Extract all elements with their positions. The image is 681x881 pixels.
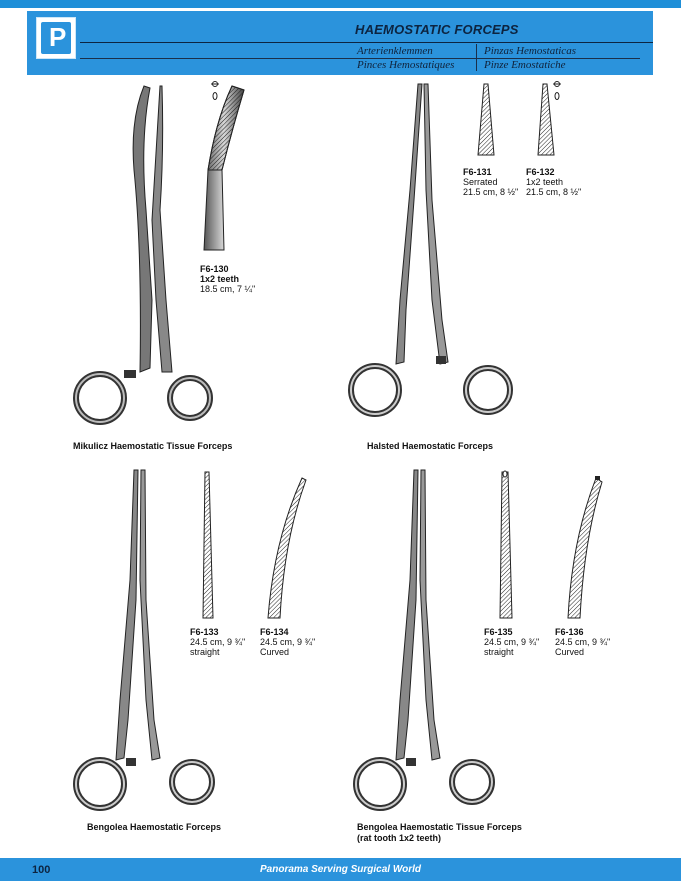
product-code: F6-132 xyxy=(526,167,555,177)
brand-logo: P xyxy=(36,17,76,59)
mikulicz-forceps-illustration xyxy=(73,85,213,425)
top-accent-bar xyxy=(0,0,681,8)
header-band xyxy=(27,11,653,75)
italian-name: Pinze Emostatiche xyxy=(484,59,566,71)
globe-logo-icon: P xyxy=(41,22,71,54)
product-code: F6-136 xyxy=(555,627,584,637)
product-desc: 1x2 teeth xyxy=(200,274,240,284)
footer-tagline: Panorama Serving Surgical World xyxy=(260,864,421,875)
product-size: 24.5 cm, 9 ¾" xyxy=(190,637,246,647)
product-desc: 1x2 teeth xyxy=(526,177,564,187)
caption-line: (rat tooth 1x2 teeth) xyxy=(357,833,442,843)
product-f6-130: F6-130 1x2 teeth 18.5 cm, 7 ¼" xyxy=(200,264,255,294)
product-desc: straight xyxy=(484,647,514,657)
product-f6-131: F6-131 Serrated 21.5 cm, 8 ½" xyxy=(463,167,518,197)
product-size: 18.5 cm, 7 ¼" xyxy=(200,284,256,294)
page-title: HAEMOSTATIC FORCEPS xyxy=(355,22,519,37)
product-f6-136: F6-136 24.5 cm, 9 ¾" Curved xyxy=(555,627,610,657)
product-size: 24.5 cm, 9 ¾" xyxy=(260,637,316,647)
product-f6-134: F6-134 24.5 cm, 9 ¾" Curved xyxy=(260,627,315,657)
product-desc: Serrated xyxy=(463,177,498,187)
f6-136-tip-illustration xyxy=(567,476,603,619)
bengolea-tissue-forceps-illustration xyxy=(353,469,495,811)
caption-halsted: Halsted Haemostatic Forceps xyxy=(367,441,494,451)
product-desc: straight xyxy=(190,647,220,657)
f6-134-tip-illustration xyxy=(267,477,307,619)
f6-133-tip-illustration xyxy=(202,471,214,619)
bengolea-forceps-illustration xyxy=(73,469,215,811)
halsted-forceps-illustration xyxy=(348,83,513,417)
f6-135-tip-illustration xyxy=(499,470,513,619)
product-code: F6-133 xyxy=(190,627,219,637)
product-f6-133: F6-133 24.5 cm, 9 ¾" straight xyxy=(190,627,245,657)
caption-bengolea-tissue: Bengolea Haemostatic Tissue Forceps (rat… xyxy=(357,822,522,844)
product-desc: Curved xyxy=(260,647,290,657)
product-f6-135: F6-135 24.5 cm, 9 ¾" straight xyxy=(484,627,539,657)
product-code: F6-134 xyxy=(260,627,289,637)
caption-line: Bengolea Haemostatic Tissue Forceps xyxy=(357,822,522,832)
title-divider xyxy=(80,42,653,43)
product-f6-132: F6-132 1x2 teeth 21.5 cm, 8 ½" xyxy=(526,167,581,197)
product-size: 24.5 cm, 9 ¾" xyxy=(484,637,540,647)
product-code: F6-131 xyxy=(463,167,492,177)
caption-bengolea: Bengolea Haemostatic Forceps xyxy=(87,822,222,832)
product-desc: Curved xyxy=(555,647,585,657)
product-size: 21.5 cm, 8 ½" xyxy=(526,187,582,197)
language-column-divider xyxy=(476,44,477,71)
f6-130-tip-illustration xyxy=(203,81,245,251)
product-code: F6-135 xyxy=(484,627,513,637)
f6-132-tip-illustration xyxy=(537,81,561,156)
product-size: 21.5 cm, 8 ½" xyxy=(463,187,519,197)
f6-131-tip-illustration xyxy=(477,83,495,156)
french-name: Pinces Hemostatiques xyxy=(357,59,455,71)
page-number: 100 xyxy=(32,864,51,876)
footer-band xyxy=(0,858,681,881)
german-name: Arterienklemmen xyxy=(357,45,433,57)
language-divider xyxy=(80,58,640,59)
product-code: F6-130 xyxy=(200,264,229,274)
caption-mikulicz: Mikulicz Haemostatic Tissue Forceps xyxy=(73,441,233,451)
spanish-name: Pinzas Hemostaticas xyxy=(484,45,576,57)
product-size: 24.5 cm, 9 ¾" xyxy=(555,637,611,647)
